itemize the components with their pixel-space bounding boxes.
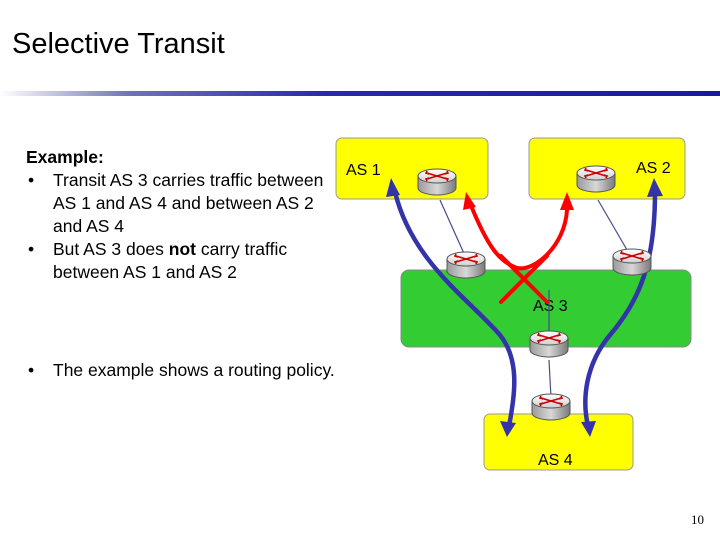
title-divider [0, 91, 720, 96]
body-text: Example: Transit AS 3 carries traffic be… [26, 146, 336, 284]
bullet2-emphasis: not [168, 239, 196, 259]
allowed-path-as1-arrow-bottom [500, 421, 516, 437]
page-number: 10 [691, 512, 704, 527]
allowed-path-as2-arrow-top [647, 178, 663, 197]
allowed-path-as2-arrow-bottom [581, 421, 596, 437]
bullet2-text-before: But AS 3 does [53, 239, 169, 259]
as4-label: AS 4 [538, 452, 573, 469]
as2-label: AS 2 [636, 160, 671, 177]
link-as2-as3 [597, 199, 631, 256]
link-core-as4 [548, 359, 552, 399]
bullet-transit-traffic: Transit AS 3 carries traffic between AS … [26, 169, 336, 238]
example-label: Example: [26, 147, 104, 167]
allowed-path-as1-arrow-top [386, 178, 400, 197]
blocked-cross-2 [499, 254, 549, 304]
router-as3-core [529, 330, 569, 358]
as1-label: AS 1 [346, 162, 381, 179]
bullet-no-transit: But AS 3 does not carry traffic between … [26, 238, 336, 284]
router-as4 [531, 393, 571, 421]
bullet-routing-policy: The example shows a routing policy. [26, 359, 346, 382]
slide-title: Selective Transit [12, 28, 225, 60]
link-as1-as3 [439, 199, 467, 259]
blocked-path-as1-as2 [468, 201, 569, 271]
router-as2 [576, 165, 616, 193]
as3-label: AS 3 [533, 298, 568, 315]
blocked-path-arrow-as1 [463, 192, 476, 210]
blocked-path-arrow-as2 [560, 192, 574, 210]
router-as1 [417, 168, 457, 196]
router-as3-left [446, 251, 486, 279]
allowed-path-as1-as4 [392, 189, 517, 429]
router-as3-right [612, 248, 652, 276]
allowed-path-as2-as4 [583, 189, 658, 429]
body-text-bottom: The example shows a routing policy. [26, 359, 346, 382]
bullet2-text-after: carry traffic between AS 1 and AS 2 [53, 239, 288, 282]
